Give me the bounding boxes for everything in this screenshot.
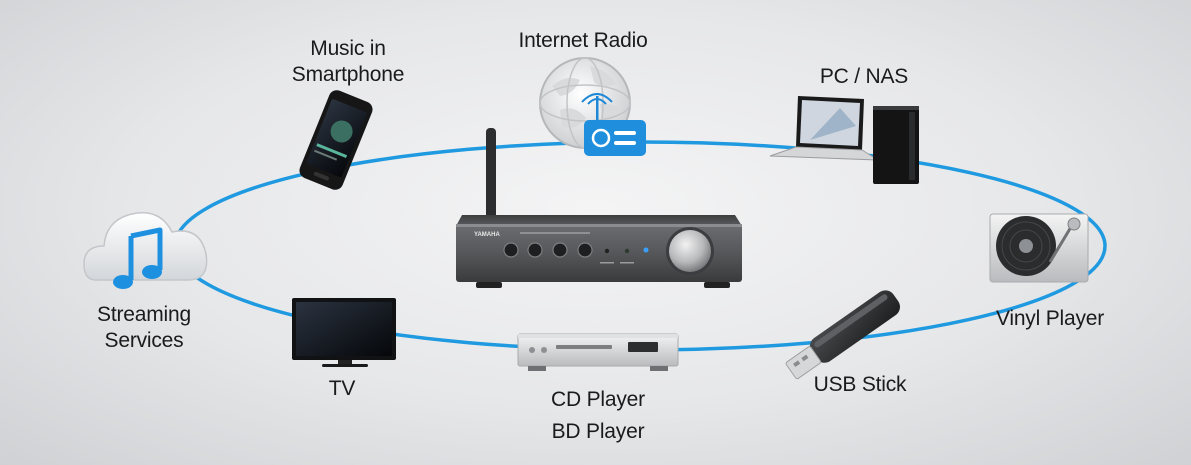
smartphone-label-line1: Music in xyxy=(310,37,386,60)
usb-stick-icon xyxy=(785,290,900,380)
bd-player-label: BD Player xyxy=(551,420,645,443)
tv-label: TV xyxy=(328,377,356,400)
streaming-label-line2: Services xyxy=(104,329,184,352)
smartphone-label: Music in Smartphone xyxy=(268,36,428,88)
cd-player-label: CD Player xyxy=(551,388,645,411)
smartphone-label-line2: Smartphone xyxy=(291,63,405,86)
usb-stick-label: USB Stick xyxy=(813,373,907,396)
amplifier-brand: YAMAHA xyxy=(474,232,500,238)
cloud-music-icon xyxy=(83,212,208,289)
streaming-services-label: Streaming Services xyxy=(64,302,224,354)
pc-nas-label: PC / NAS xyxy=(819,65,909,88)
internet-radio-label: Internet Radio xyxy=(518,29,648,52)
cd-bd-player-label: CD Player BD Player xyxy=(518,384,678,448)
vinyl-player-label: Vinyl Player xyxy=(995,307,1105,330)
smartphone-icon xyxy=(299,90,373,190)
laptop-nas-icon xyxy=(769,96,919,184)
turntable-icon xyxy=(989,213,1089,283)
tv-icon xyxy=(292,298,396,367)
streaming-label-line1: Streaming xyxy=(97,303,191,326)
disc-player-icon xyxy=(517,333,679,371)
globe-radio-icon xyxy=(539,57,646,156)
amplifier-hub-icon: YAMAHA xyxy=(456,128,742,288)
